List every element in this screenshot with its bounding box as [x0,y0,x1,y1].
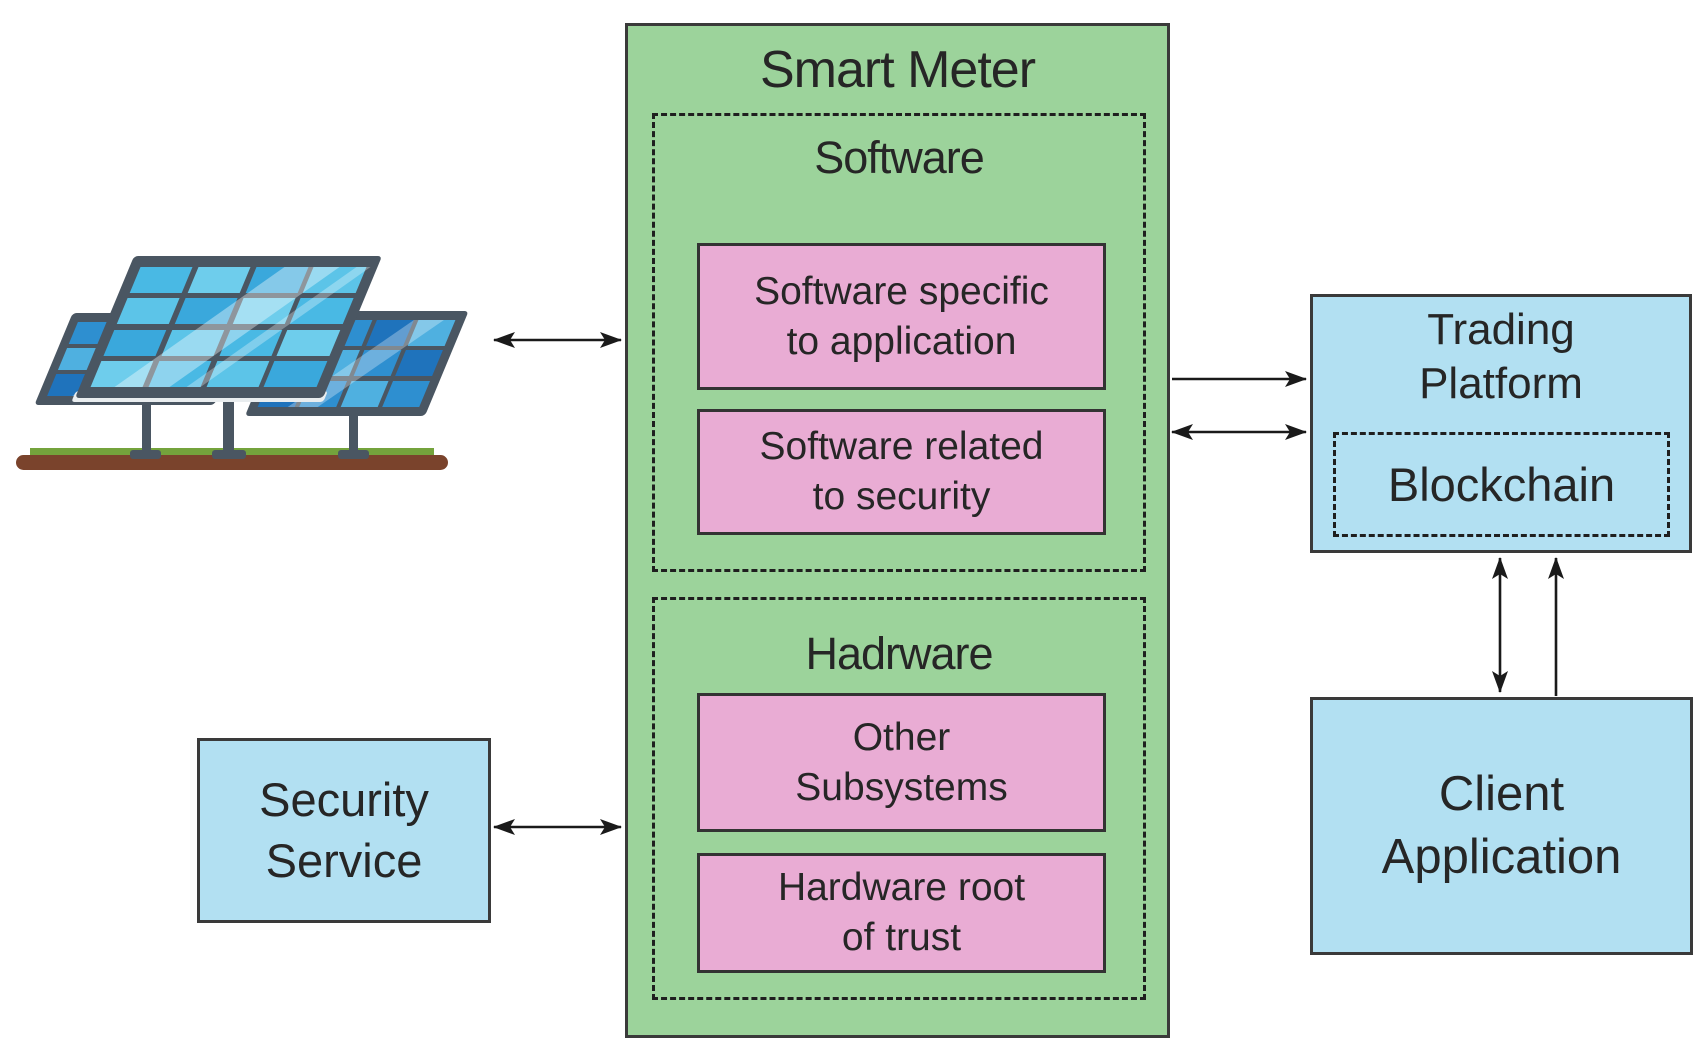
trading-platform-box: Trading Platform Blockchain [1310,294,1692,553]
panel-legs [130,380,369,459]
solar-panel-front [72,256,381,402]
security-service-label: Security Service [259,773,429,887]
software-section: Software Software specific to applicatio… [652,113,1146,572]
smart-meter-title: Smart Meter [759,41,1036,99]
solar-panels-icon [16,256,468,470]
client-application-box: Client Application [1310,697,1693,955]
security-service-box: Security Service [197,738,491,923]
box-other-subsystems-label: Other Subsystems [795,715,1008,809]
box-hardware-root-label: Hardware root of trust [777,866,1026,959]
box-hardware-root-of-trust: Hardware root of trust [697,853,1106,973]
software-section-title: Software [814,132,985,183]
blockchain-box: Blockchain [1333,432,1670,537]
trading-platform-title: Trading Platform [1419,305,1583,408]
box-software-specific-label: Software specific to application [754,269,1049,363]
client-application-label: Client Application [1381,767,1622,884]
smart-meter-box: Smart Meter Software Software specific t… [625,23,1170,1038]
hardware-section-title: Hadrware [805,628,993,679]
hardware-section: Hadrware Other Subsystems Hardware root … [652,597,1146,1000]
box-software-security-label: Software related to security [759,425,1044,518]
blockchain-label: Blockchain [1387,458,1616,511]
box-other-subsystems: Other Subsystems [697,693,1106,832]
box-software-related-to-security: Software related to security [697,409,1106,535]
box-software-specific-to-application: Software specific to application [697,243,1106,390]
